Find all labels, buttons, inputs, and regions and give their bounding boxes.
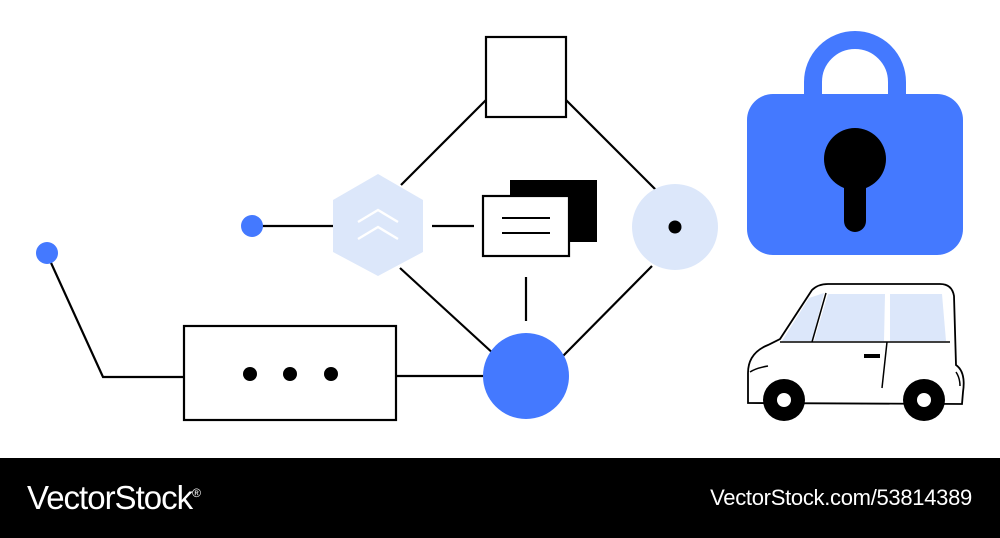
left-node-dot [241, 215, 263, 237]
registered-mark: ® [192, 486, 201, 500]
far-left-node-dot [36, 242, 58, 264]
double-chevron-up-icon [333, 174, 423, 276]
car-window-front [782, 293, 824, 341]
stacked-message-cards-icon [481, 180, 597, 258]
car-front-bumper-line [749, 365, 769, 373]
car-window-middle [814, 294, 885, 341]
car-door-line [881, 341, 888, 389]
minivan-car-icon [747, 283, 965, 421]
network-security-illustration [36, 31, 965, 422]
dot-3 [324, 367, 338, 381]
car-rear-bumper-line [955, 371, 961, 387]
dot-2 [283, 367, 297, 381]
brand-name: VectorStock [27, 479, 193, 516]
car-door-handle [864, 354, 880, 358]
image-id-text: VectorStock.com/53814389 [710, 485, 972, 510]
line-top-square-to-hexagon [400, 99, 487, 186]
line-hexagon-to-bottom-circle [399, 267, 497, 357]
connector-lines [45, 99, 657, 379]
hexagon-node [333, 174, 423, 276]
target-center-dot [668, 220, 682, 234]
vectorstock-logo: VectorStock® [27, 479, 201, 517]
chevron-upper [357, 208, 399, 224]
line-far-left-dot-to-dots-box [45, 253, 184, 379]
target-dot-icon [632, 184, 718, 270]
car-window-rear [890, 294, 946, 341]
line-top-square-to-target [565, 99, 657, 191]
dots-box [182, 324, 398, 422]
car-pillar-front [811, 292, 827, 343]
padlock-shackle [804, 31, 906, 102]
padlock-icon [747, 31, 963, 255]
bottom-circle-node [483, 333, 569, 419]
keyhole-stem [844, 170, 866, 232]
message-card-front [481, 194, 571, 258]
top-square-node [484, 35, 568, 119]
line-target-to-bottom-circle [562, 265, 653, 357]
dot-1 [243, 367, 257, 381]
car-wheel-rear-hub [917, 393, 931, 407]
keyhole-top [824, 128, 886, 190]
chevron-lower [357, 225, 399, 241]
ellipsis-box-icon [182, 324, 398, 422]
watermark-footer: VectorStock® VectorStock.com/53814389 [0, 458, 1000, 538]
car-wheel-front-hub [777, 393, 791, 407]
